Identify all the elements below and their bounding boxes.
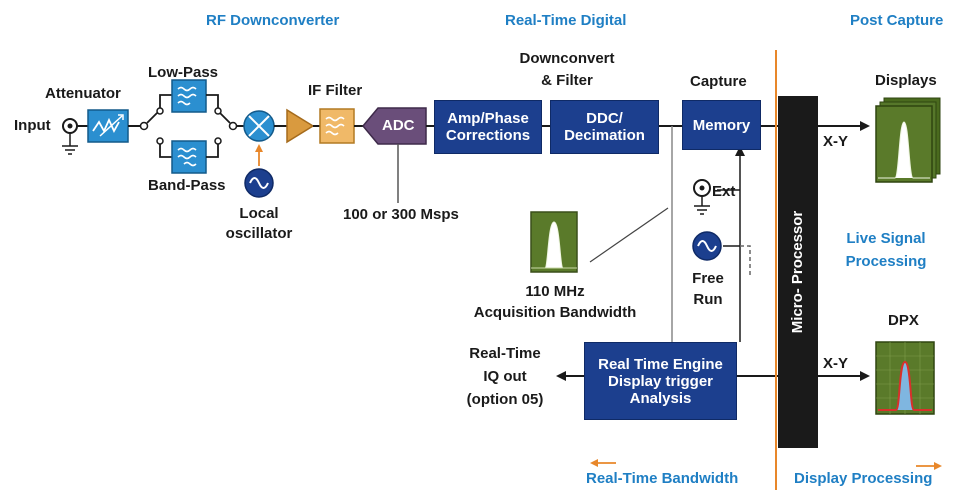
band-pass-label: Band-Pass (148, 177, 226, 194)
dpx-label: DPX (888, 312, 919, 329)
input-label: Input (14, 117, 51, 134)
live-signal-label-1: Live Signal (846, 230, 926, 247)
ddc-line-1: DDC/ (586, 110, 623, 127)
free-run-label-1: Free (692, 270, 724, 287)
bandpass-filter-icon (171, 140, 207, 174)
displays-label: Displays (875, 72, 937, 89)
attenuator-label: Attenuator (45, 85, 121, 102)
downconvert-label-2: & Filter (541, 72, 593, 89)
live-signal-label-2: Processing (845, 253, 927, 270)
spectrum-display-icon (875, 97, 941, 183)
section-post-capture: Post Capture (850, 12, 944, 29)
real-time-engine-block: Real Time Engine Display trigger Analysi… (584, 342, 737, 420)
realtime-bandwidth-label: Real-Time Bandwidth (586, 470, 739, 487)
amp-phase-corrections-block: Amp/Phase Corrections (434, 100, 542, 154)
if-filter-label: IF Filter (308, 82, 363, 99)
dpx-display-icon (875, 341, 935, 415)
amp-phase-line-2: Corrections (445, 127, 531, 144)
local-oscillator-label-2: oscillator (225, 225, 293, 242)
acq-bw-label-2: Acquisition Bandwidth (473, 304, 637, 321)
acq-bw-label-1: 110 MHz (525, 283, 585, 300)
amplifier-icon (286, 108, 315, 144)
free-run-oscillator-icon (692, 231, 722, 261)
capture-label: Capture (690, 73, 747, 90)
sample-rate-label: 100 or 300 Msps (343, 206, 459, 223)
xy-top-label: X-Y (823, 133, 849, 150)
ext-label: Ext (712, 183, 736, 200)
if-filter-icon (319, 108, 355, 144)
input-connector-icon (62, 118, 78, 155)
lowpass-filter-icon (171, 79, 207, 113)
realtime-iq-label-1: Real-Time (469, 345, 541, 362)
memory-block: Memory (682, 100, 761, 150)
attenuator-icon (87, 109, 129, 143)
acquisition-spectrum-icon (530, 211, 578, 273)
low-pass-label: Low-Pass (148, 64, 219, 81)
micro-processor-label: Micro- Processor (789, 210, 806, 334)
realtime-iq-label-3: (option 05) (466, 391, 544, 408)
oscillator-icon (244, 168, 274, 198)
adc-label: ADC (382, 117, 415, 134)
ground-icon (694, 205, 710, 215)
xy-bottom-label: X-Y (823, 355, 849, 372)
section-real-time-digital: Real-Time Digital (505, 12, 627, 29)
mixer-icon (243, 110, 275, 142)
memory-label: Memory (692, 116, 751, 134)
realtime-iq-label-2: IQ out (483, 368, 527, 385)
micro-processor-block (778, 96, 818, 448)
section-rf-downconverter: RF Downconverter (206, 12, 340, 29)
rte-line-3: Analysis (629, 389, 692, 407)
ddc-line-2: Decimation (564, 127, 645, 144)
local-oscillator-label-1: Local (239, 205, 279, 222)
display-processing-label: Display Processing (794, 470, 933, 487)
downconvert-label-1: Downconvert (519, 50, 615, 67)
ddc-decimation-block: DDC/ Decimation (550, 100, 659, 154)
rte-line-1: Real Time Engine (598, 355, 723, 373)
rte-line-2: Display trigger (607, 372, 714, 390)
free-run-label-2: Run (693, 291, 723, 308)
amp-phase-line-1: Amp/Phase (447, 110, 529, 127)
ext-trigger-icon (693, 179, 711, 206)
